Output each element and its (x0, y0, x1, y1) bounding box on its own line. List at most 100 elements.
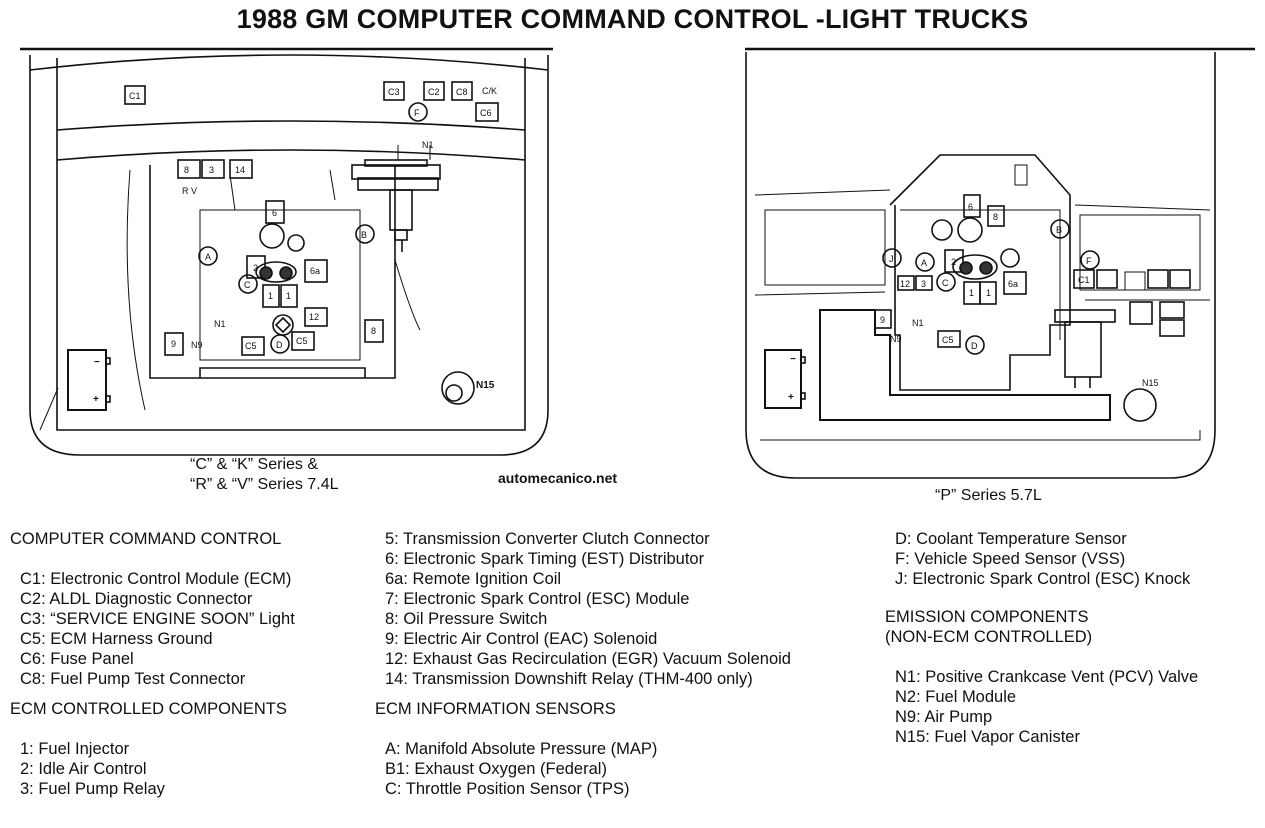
legend-heading-emission-components: EMISSION COMPONENTS (885, 608, 1089, 626)
legend-item: C2: ALDL Diagnostic Connector (20, 590, 253, 608)
left-label-a: A (205, 252, 211, 262)
right-label-c5: C5 (942, 335, 954, 345)
right-battery-plus: + (788, 392, 794, 403)
right-diagram-caption: “P” Series 5.7L (935, 487, 1042, 504)
right-battery-minus: − (790, 354, 796, 365)
left-label-b: B (361, 230, 367, 240)
legend-item: 6: Electronic Spark Timing (EST) Distrib… (385, 550, 705, 568)
legend-column-3: D: Coolant Temperature Sensor F: Vehicle… (885, 529, 1198, 747)
legend-item: D: Coolant Temperature Sensor (895, 530, 1127, 548)
left-label-8b: 8 (371, 326, 376, 336)
right-label-6: 6 (968, 202, 973, 212)
legend-item: 3: Fuel Pump Relay (20, 780, 165, 798)
left-label-c6: C6 (480, 108, 492, 118)
legend-item: 2: Idle Air Control (20, 760, 147, 778)
legend-item: C6: Fuse Panel (20, 650, 134, 668)
legend-item: A: Manifold Absolute Pressure (MAP) (385, 740, 658, 758)
legend-item: N9: Air Pump (895, 708, 993, 726)
legend-list-ecm-controlled: 1: Fuel Injector 2: Idle Air Control 3: … (10, 739, 295, 799)
legend-item: 9: Electric Air Control (EAC) Solenoid (385, 630, 658, 648)
left-diagram-labels: C1 C3 C2 C8 C/K F C6 N1 8 3 14 R V 6 A B… (93, 86, 497, 405)
right-engine-diagram (745, 47, 1255, 479)
legend-list-sensors: A: Manifold Absolute Pressure (MAP) B1: … (375, 739, 791, 799)
left-label-ck: C/K (482, 86, 497, 96)
left-label-2: 2 (253, 263, 258, 273)
left-label-9: 9 (171, 339, 176, 349)
left-label-1b: 1 (286, 291, 291, 301)
right-label-1b: 1 (986, 288, 991, 298)
legend-column-1: COMPUTER COMMAND CONTROL C1: Electronic … (10, 529, 295, 799)
left-label-c8: C8 (456, 87, 468, 97)
left-label-6a: 6a (310, 266, 320, 276)
legend-list-ccc: C1: Electronic Control Module (ECM) C2: … (10, 569, 295, 689)
legend-item: 5: Transmission Converter Clutch Connect… (385, 530, 710, 548)
right-label-1a: 1 (969, 288, 974, 298)
left-diagram-caption: “C” & “K” Series & “R” & “V” Series 7.4L (190, 455, 338, 495)
right-label-n15: N15 (1142, 378, 1159, 388)
legend-item: N1: Positive Crankcase Vent (PCV) Valve (895, 668, 1199, 686)
left-caption-line-1: “C” & “K” Series & (190, 456, 319, 473)
legend-item: C3: “SERVICE ENGINE SOON” Light (20, 610, 295, 628)
legend-item: 14: Transmission Downshift Relay (THM-40… (385, 670, 753, 688)
left-label-n1-top: N1 (422, 140, 434, 150)
legend-column-2: 5: Transmission Converter Clutch Connect… (375, 529, 791, 799)
legend-list-ecm-components: 5: Transmission Converter Clutch Connect… (375, 529, 791, 689)
page-title: 1988 GM COMPUTER COMMAND CONTROL -LIGHT … (236, 4, 1029, 34)
legend-item: 1: Fuel Injector (20, 740, 130, 758)
left-engine-diagram (20, 47, 553, 456)
legend-item: C8: Fuel Pump Test Connector (20, 670, 246, 688)
right-diagram-labels: 6 8 B J A 2 C 12 3 1 1 6a F C1 9 N1 N9 C… (788, 202, 1159, 403)
legend-item: J: Electronic Spark Control (ESC) Knock (895, 570, 1191, 588)
left-caption-line-2: “R” & “V” Series 7.4L (190, 476, 339, 493)
legend-item: 7: Electronic Spark Control (ESC) Module (385, 590, 690, 608)
right-label-d: D (971, 341, 978, 351)
right-label-n1: N1 (912, 318, 924, 328)
left-battery-minus: − (94, 357, 100, 368)
left-label-c3: C3 (388, 87, 400, 97)
left-label-8: 8 (184, 165, 189, 175)
legend-item: 6a: Remote Ignition Coil (385, 570, 562, 588)
legend-item: C5: ECM Harness Ground (20, 630, 213, 648)
right-label-a: A (921, 258, 927, 268)
right-label-f: F (1086, 256, 1092, 266)
left-label-rv: R V (182, 186, 197, 196)
right-label-n9: N9 (890, 334, 902, 344)
legend-item: F: Vehicle Speed Sensor (VSS) (895, 550, 1126, 568)
left-label-6: 6 (272, 208, 277, 218)
left-label-c5b: C5 (296, 336, 308, 346)
left-label-14: 14 (235, 165, 245, 175)
right-label-b: B (1056, 225, 1062, 235)
legend-list-emission: N1: Positive Crankcase Vent (PCV) Valve … (885, 667, 1198, 747)
legend-item: B1: Exhaust Oxygen (Federal) (385, 760, 607, 778)
legend-item: 12: Exhaust Gas Recirculation (EGR) Vacu… (385, 650, 791, 668)
watermark: automecanico.net (498, 470, 618, 486)
legend-item: C: Throttle Position Sensor (TPS) (385, 780, 630, 798)
legend-heading-non-ecm-controlled: (NON-ECM CONTROLLED) (885, 628, 1093, 646)
right-label-c1: C1 (1078, 275, 1090, 285)
legend-item: 8: Oil Pressure Switch (385, 610, 548, 628)
right-label-2: 2 (951, 257, 956, 267)
right-label-c: C (942, 278, 949, 288)
left-label-c1: C1 (129, 91, 141, 101)
left-label-d: D (276, 340, 283, 350)
right-label-9: 9 (880, 315, 885, 325)
left-label-1a: 1 (268, 291, 273, 301)
right-label-3: 3 (921, 279, 926, 289)
left-label-c2: C2 (428, 87, 440, 97)
right-label-6a: 6a (1008, 279, 1018, 289)
left-label-12: 12 (309, 312, 319, 322)
legend-item: C1: Electronic Control Module (ECM) (20, 570, 292, 588)
right-label-j: J (889, 254, 894, 264)
left-label-n9: N9 (191, 340, 203, 350)
legend-list-sensors-cont: D: Coolant Temperature Sensor F: Vehicle… (885, 529, 1198, 589)
right-label-8: 8 (993, 212, 998, 222)
legend-heading-computer-command-control: COMPUTER COMMAND CONTROL (10, 530, 282, 548)
legend-heading-ecm-information-sensors: ECM INFORMATION SENSORS (375, 700, 616, 718)
legend-item: N2: Fuel Module (895, 688, 1017, 706)
left-label-3: 3 (209, 165, 214, 175)
left-battery-plus: + (93, 394, 99, 405)
left-label-f: F (414, 108, 420, 118)
left-label-n15: N15 (476, 380, 495, 391)
left-label-n1: N1 (214, 319, 226, 329)
